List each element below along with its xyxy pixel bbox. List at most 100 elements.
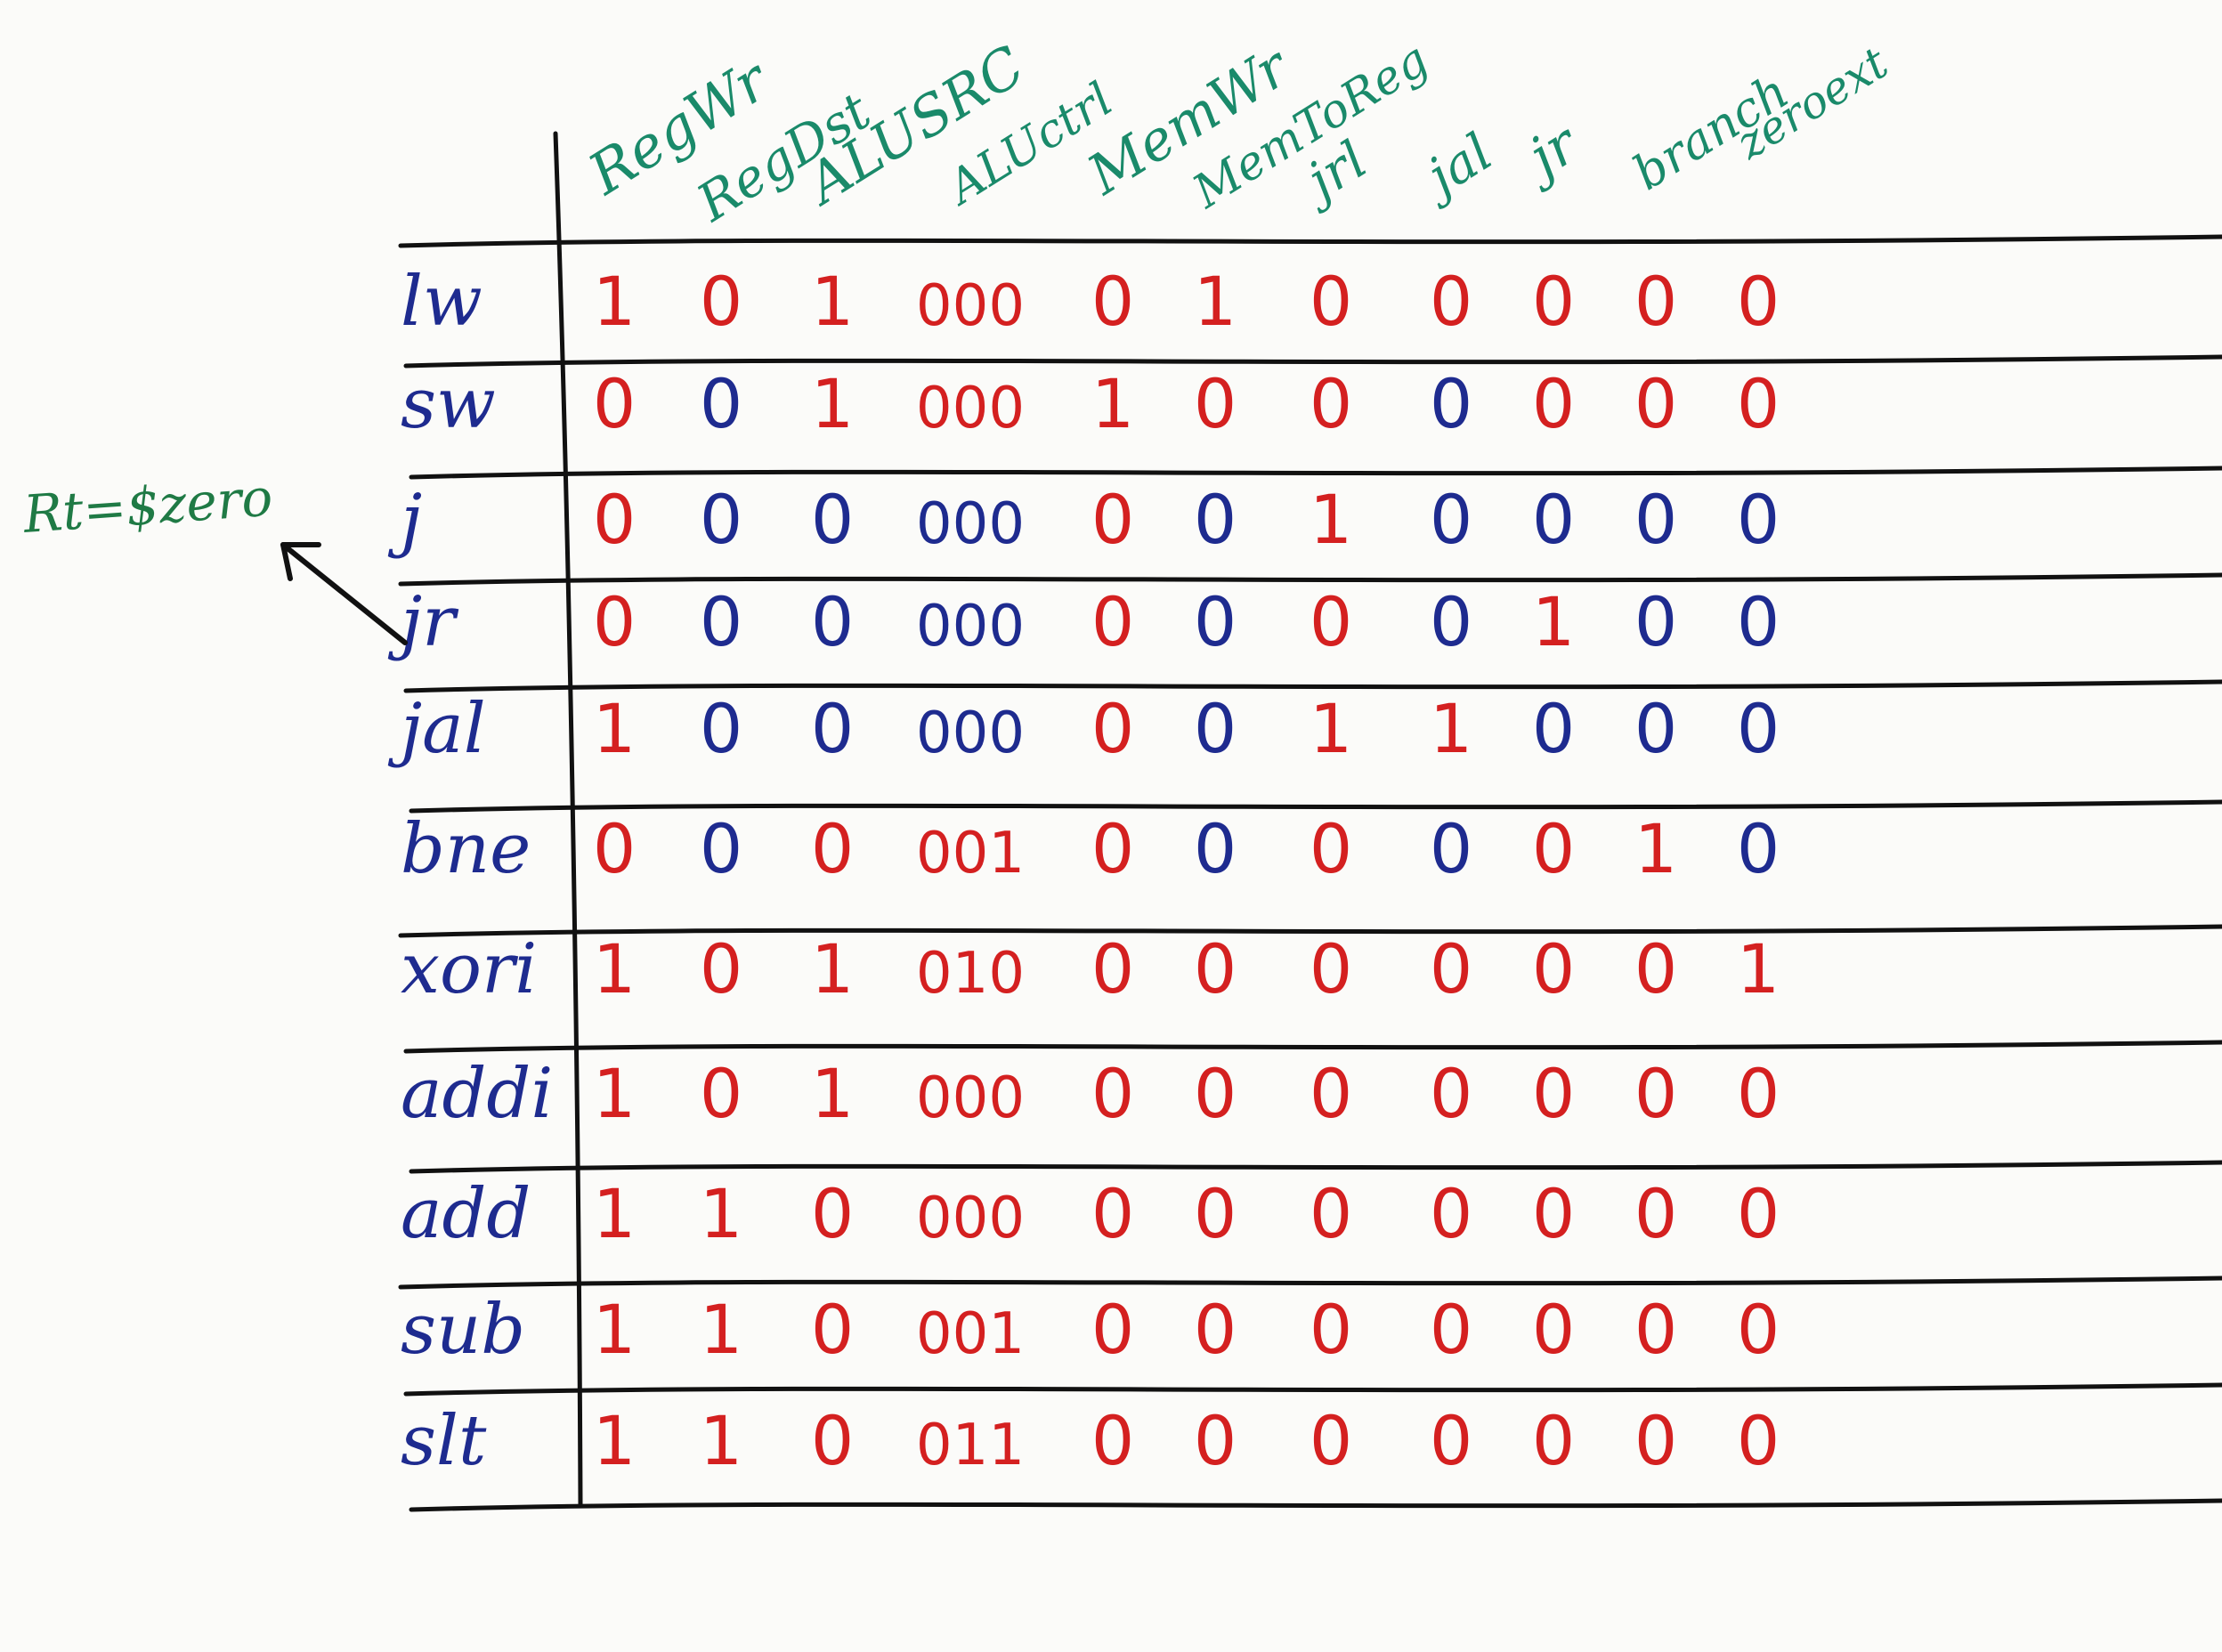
cell-value: 0 [1532, 689, 1575, 768]
vertical-divider [553, 131, 583, 1507]
cell-value: 0 [1310, 1174, 1352, 1253]
cell-value: 1 [811, 929, 854, 1008]
cell-value: 0 [1194, 582, 1237, 661]
opcode-label: j [387, 480, 422, 560]
cell-value: 0 [1430, 364, 1472, 443]
cell-value: 0 [1634, 1290, 1677, 1369]
row-rule [403, 1382, 2222, 1397]
cell-value: 0 [1091, 689, 1134, 768]
cell-value: 0 [1737, 262, 1780, 341]
row-rule [409, 1160, 2222, 1174]
cell-value: 0 [1634, 929, 1677, 1008]
row-rule [409, 1498, 2222, 1512]
cell-value: 0 [700, 364, 742, 443]
row-rule [398, 924, 2222, 938]
arrow-icon [280, 542, 408, 645]
column-header: jr [1508, 109, 1591, 195]
cell-value: 0 [1532, 480, 1575, 559]
cell-value: 0 [593, 582, 636, 661]
cell-value: 0 [1430, 1174, 1472, 1253]
cell-value: 0 [1194, 929, 1237, 1008]
cell-value: 0 [1430, 262, 1472, 341]
cell-value: 0 [811, 1401, 854, 1480]
cell-value: 0 [1430, 480, 1472, 559]
cell-value: 1 [811, 262, 854, 341]
cell-value: 0 [1737, 364, 1780, 443]
cell-value: 0 [1532, 1401, 1575, 1480]
cell-value: 0 [1737, 1401, 1780, 1480]
cell-value: 0 [811, 1290, 854, 1369]
cell-value: 1 [1634, 809, 1677, 888]
cell-value: 1 [593, 689, 636, 768]
cell-value: 0 [1737, 809, 1780, 888]
cell-value: 0 [1091, 929, 1134, 1008]
cell-value: 0 [1532, 1174, 1575, 1253]
cell-value: 000 [916, 273, 1025, 339]
cell-value: 0 [1091, 582, 1134, 661]
cell-value: 0 [1634, 1174, 1677, 1253]
cell-value: 1 [700, 1290, 742, 1369]
cell-value: 0 [1737, 1054, 1780, 1133]
opcode-label: addi [401, 1054, 553, 1134]
cell-value: 0 [1430, 809, 1472, 888]
cell-value: 0 [1430, 1290, 1472, 1369]
cell-value: 0 [1430, 582, 1472, 661]
cell-value: 0 [1634, 1054, 1677, 1133]
cell-value: 0 [1634, 364, 1677, 443]
cell-value: 1 [593, 1054, 636, 1133]
cell-value: 0 [811, 1174, 854, 1253]
cell-value: 0 [811, 582, 854, 661]
cell-value: 0 [1091, 809, 1134, 888]
opcode-label: sub [401, 1290, 525, 1370]
cell-value: 0 [1091, 1054, 1134, 1133]
cell-value: 0 [1091, 1290, 1134, 1369]
cell-value: 1 [811, 1054, 854, 1133]
cell-value: 000 [916, 376, 1025, 441]
opcode-label: bne [401, 809, 531, 889]
cell-value: 0 [1634, 1401, 1677, 1480]
cell-value: 0 [1532, 929, 1575, 1008]
opcode-label: jal [387, 689, 486, 769]
opcode-label: xori [401, 929, 537, 1009]
opcode-label: lw [401, 262, 483, 342]
cell-value: 0 [1532, 809, 1575, 888]
cell-value: 0 [1194, 480, 1237, 559]
cell-value: 0 [1430, 929, 1472, 1008]
opcode-label: add [401, 1174, 531, 1254]
cell-value: 011 [916, 1413, 1025, 1478]
cell-value: 0 [1194, 1401, 1237, 1480]
cell-value: 0 [700, 689, 742, 768]
cell-value: 1 [593, 262, 636, 341]
cell-value: 1 [593, 1174, 636, 1253]
annotation-text: Rt=$zero [20, 467, 274, 545]
cell-value: 0 [1091, 1174, 1134, 1253]
cell-value: 0 [1310, 582, 1352, 661]
cell-value: 0 [1532, 364, 1575, 443]
cell-value: 0 [1737, 689, 1780, 768]
cell-value: 0 [1634, 480, 1677, 559]
cell-value: 000 [916, 700, 1025, 766]
cell-value: 0 [593, 480, 636, 559]
cell-value: 0 [1737, 582, 1780, 661]
cell-value: 0 [1091, 1401, 1134, 1480]
cell-value: 1 [700, 1174, 742, 1253]
cell-value: 0 [1737, 480, 1780, 559]
cell-value: 0 [1532, 262, 1575, 341]
cell-value: 0 [1310, 364, 1352, 443]
cell-value: 0 [593, 809, 636, 888]
cell-value: 0 [1310, 1401, 1352, 1480]
cell-value: 0 [1310, 262, 1352, 341]
cell-value: 0 [1310, 809, 1352, 888]
cell-value: 0 [1737, 1174, 1780, 1253]
row-rule [403, 354, 2222, 368]
column-header: jal [1408, 122, 1503, 212]
row-rule [398, 1275, 2222, 1290]
cell-value: 0 [1737, 1290, 1780, 1369]
row-rule [409, 466, 2222, 480]
cell-value: 0 [1634, 262, 1677, 341]
cell-value: 0 [700, 582, 742, 661]
cell-value: 010 [916, 941, 1025, 1007]
cell-value: 0 [1430, 1054, 1472, 1133]
